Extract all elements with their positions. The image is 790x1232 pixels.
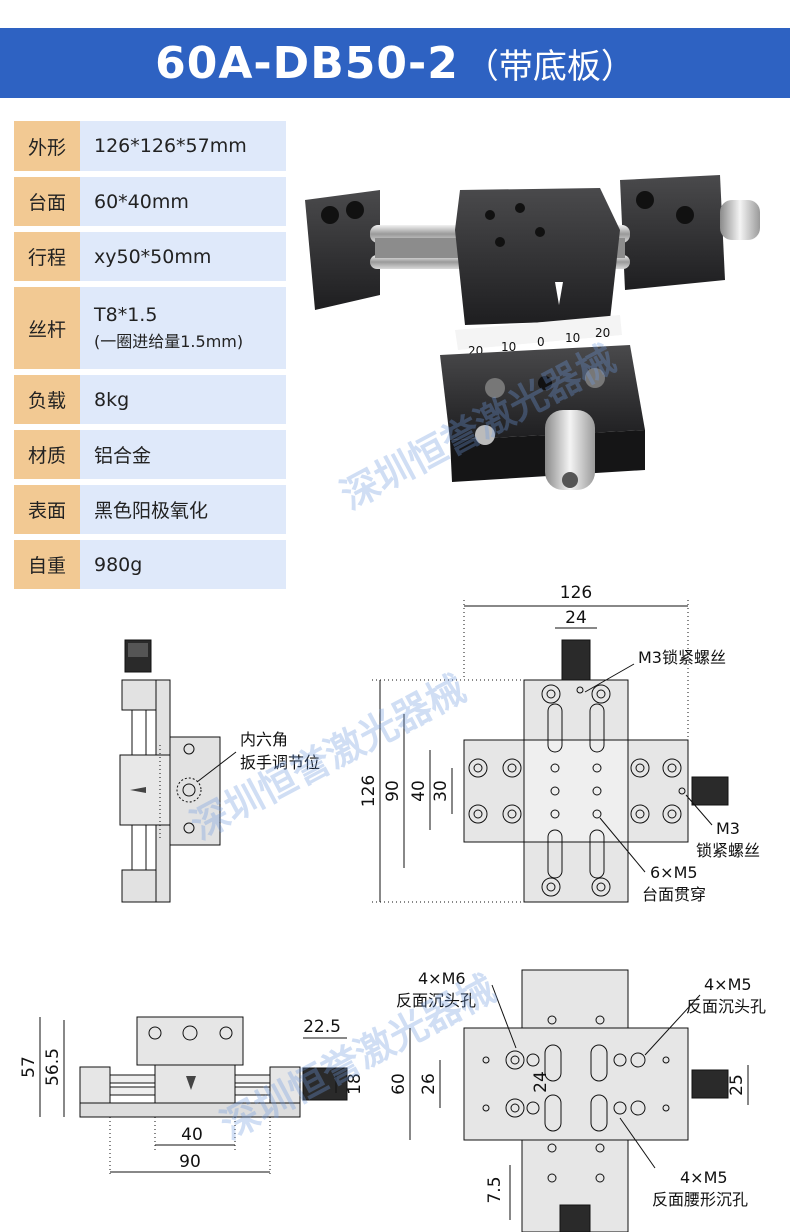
- dim-22-5: 22.5: [303, 1017, 341, 1037]
- spec-value: 铝合金: [94, 445, 152, 467]
- spec-key: 外形: [14, 121, 80, 171]
- spec-row-shape: 外形 126*126*57mm: [14, 121, 286, 171]
- scale-label: 10: [565, 331, 580, 345]
- dim-40: 40: [409, 780, 429, 802]
- spec-value-cell: T8*1.5 (一圈进给量1.5mm): [80, 287, 286, 369]
- dim-30: 30: [431, 780, 451, 802]
- m5-slot-label: 反面腰形沉孔: [652, 1190, 748, 1209]
- dim-60: 60: [389, 1073, 409, 1095]
- spec-key: 负载: [14, 375, 80, 424]
- spec-key: 自重: [14, 540, 80, 589]
- hex-wrench-label: 内六角: [240, 730, 288, 749]
- watermark: 深圳恒誉激光器械: [334, 336, 623, 518]
- spec-value-cell: 126*126*57mm: [80, 121, 286, 171]
- dim-25: 25: [727, 1074, 747, 1096]
- spec-value: 黑色阳极氧化: [94, 500, 209, 522]
- front-view: [39, 1016, 348, 1177]
- product-subtitle: （带底板）: [464, 46, 635, 87]
- spec-value-cell: 60*40mm: [80, 177, 286, 226]
- spec-value-cell: 黑色阳极氧化: [80, 485, 286, 534]
- m3-top-label: M3锁紧螺丝: [638, 648, 726, 667]
- spec-row-surface: 表面 黑色阳极氧化: [14, 485, 286, 534]
- spec-value: xy50*50mm: [94, 245, 212, 268]
- spec-value-cell: 8kg: [80, 375, 286, 424]
- m5-countersunk-label: 反面沉头孔: [686, 997, 766, 1016]
- scale-label: 10: [501, 340, 516, 354]
- dim-90: 90: [383, 780, 403, 802]
- m5-slot-label: 4×M5: [680, 1168, 728, 1187]
- spec-value: 126*126*57mm: [94, 135, 247, 157]
- product-photo: 20 10 0 10 20: [305, 175, 760, 490]
- dim-24-bottom: 24: [531, 1071, 551, 1093]
- scale-strip: [455, 315, 622, 350]
- spec-row-weight: 自重 980g: [14, 540, 286, 589]
- dim-57: 57: [19, 1056, 39, 1078]
- dim-40-front: 40: [181, 1125, 203, 1145]
- spec-key: 行程: [14, 232, 80, 281]
- dim-126-v: 126: [359, 775, 379, 807]
- dim-126: 126: [560, 583, 592, 603]
- m5-label: 台面贯穿: [642, 885, 706, 904]
- spec-value-cell: 980g: [80, 540, 286, 589]
- spec-key: 台面: [14, 177, 80, 226]
- watermark: 深圳恒誉激光器械: [214, 966, 503, 1148]
- m5-countersunk-label: 4×M5: [704, 975, 752, 994]
- title-banner: 60A-DB50-2 （带底板）: [0, 28, 790, 98]
- dim-56-5: 56.5: [43, 1048, 63, 1086]
- watermark: 深圳恒誉激光器械: [184, 666, 473, 848]
- spec-key: 丝杆: [14, 287, 80, 369]
- spec-value-cell: 铝合金: [80, 430, 286, 479]
- m3-right-label: M3: [716, 819, 740, 838]
- top-view: [372, 600, 729, 903]
- spec-value: 8kg: [94, 388, 130, 411]
- spec-value: 60*40mm: [94, 190, 189, 213]
- spec-row-material: 材质 铝合金: [14, 430, 286, 479]
- m6-label: 4×M6: [418, 969, 466, 988]
- m6-label: 反面沉头孔: [396, 991, 476, 1010]
- scale-label: 0: [537, 335, 545, 349]
- dim-26: 26: [419, 1073, 439, 1095]
- product-title: 60A-DB50-2: [155, 37, 459, 89]
- spec-row-load: 负载 8kg: [14, 375, 286, 424]
- spec-key: 材质: [14, 430, 80, 479]
- spec-row-screw: 丝杆 T8*1.5 (一圈进给量1.5mm): [14, 287, 286, 369]
- m5-label: 6×M5: [650, 863, 698, 882]
- spec-key: 表面: [14, 485, 80, 534]
- bottom-view: [409, 969, 749, 1232]
- adjust-knob-lower: [545, 410, 595, 490]
- dim-24: 24: [565, 608, 587, 628]
- spec-value: T8*1.5: [94, 304, 158, 326]
- dim-18: 18: [345, 1073, 365, 1095]
- spec-value: 980g: [94, 553, 143, 576]
- spec-value-note: (一圈进给量1.5mm): [94, 332, 244, 351]
- spec-row-travel: 行程 xy50*50mm: [14, 232, 286, 281]
- spec-value-cell: xy50*50mm: [80, 232, 286, 281]
- dim-90-front: 90: [179, 1152, 201, 1172]
- carriage: [455, 188, 620, 325]
- spec-row-table: 台面 60*40mm: [14, 177, 286, 226]
- dim-7-5: 7.5: [485, 1176, 505, 1203]
- hex-wrench-label: 扳手调节位: [240, 753, 320, 772]
- side-view: [119, 639, 237, 903]
- m3-right-label: 锁紧螺丝: [696, 841, 760, 860]
- spec-table: 外形 126*126*57mm 台面 60*40mm 行程 xy50*50mm …: [14, 121, 286, 595]
- scale-label: 20: [595, 326, 610, 340]
- adjust-knob: [720, 200, 760, 240]
